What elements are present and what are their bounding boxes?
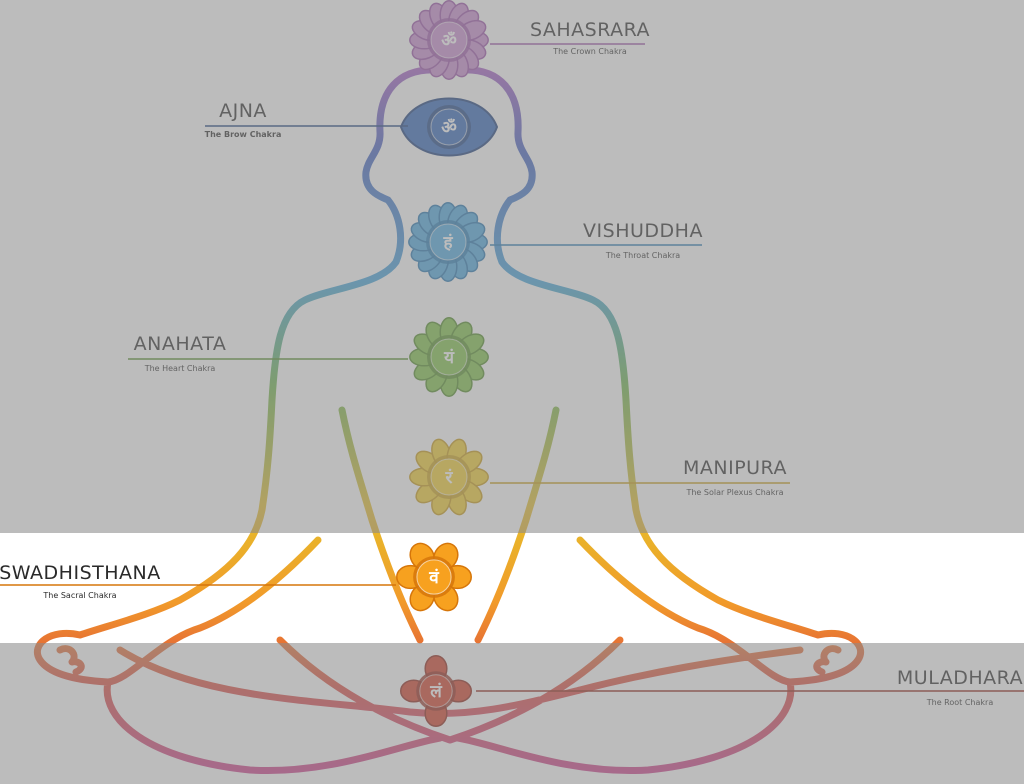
highlight-band-background	[0, 533, 1024, 643]
vam-symbol-icon: वं	[428, 568, 440, 588]
swadhisthana-label-group: SWADHISTHANA The Sacral Chakra	[0, 562, 396, 600]
swadhisthana-inner-circle	[416, 559, 452, 595]
swadhisthana-chakra-symbol: वं	[396, 542, 472, 612]
swadhisthana-subtitle: The Sacral Chakra	[42, 591, 116, 600]
swadhisthana-name: SWADHISTHANA	[0, 562, 161, 584]
